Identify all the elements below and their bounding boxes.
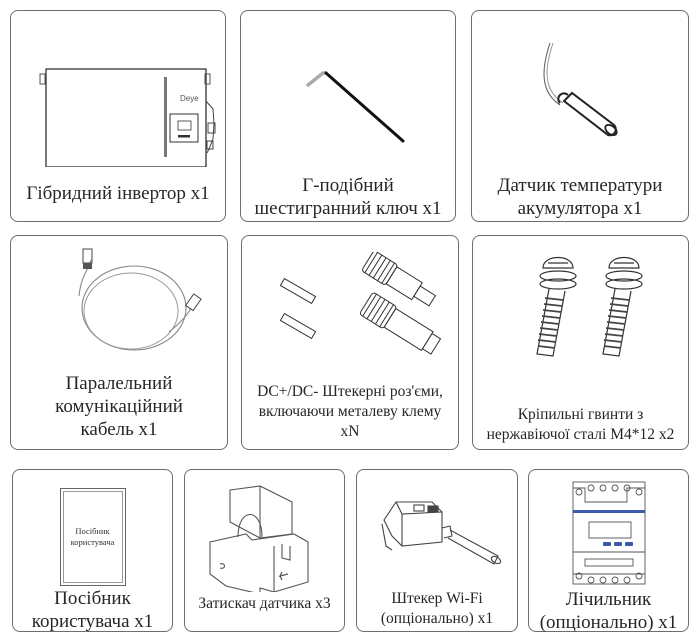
item-card-user-manual: Посібник користувача Посібник користувач… xyxy=(12,469,173,632)
item-card-mounting-screws: Кріпильні гвинти з нержавіючої сталі M4*… xyxy=(472,235,689,450)
item-caption: Лічильник (опціонально) x1 xyxy=(539,589,678,633)
item-caption: Штекер Wi-Fi (опціонально) x1 xyxy=(380,590,494,627)
temperature-sensor-icon xyxy=(472,33,688,153)
item-caption: DC+/DC- Штекерні роз'єми, включаючи мета… xyxy=(257,383,443,440)
item-card-dc-connectors: DC+/DC- Штекерні роз'єми, включаючи мета… xyxy=(241,235,459,450)
inverter-icon: Deye xyxy=(11,57,225,167)
ct-clamp-icon xyxy=(185,482,344,592)
item-card-sensor-clamp: Затискач датчика x3 xyxy=(184,469,345,632)
item-caption: Посібник користувача x1 xyxy=(31,588,154,632)
item-card-meter: Лічильник (опціонально) x1 xyxy=(528,469,689,633)
item-card-hybrid-inverter: Deye Гібридний інвертор x1 xyxy=(10,10,226,222)
item-caption: Кріпильні гвинти з нержавіючої сталі M4*… xyxy=(486,406,675,443)
item-caption: Паралельний комунікаційний кабель x1 xyxy=(55,373,183,440)
dc-connector-icon xyxy=(242,252,458,382)
hex-key-icon xyxy=(241,55,455,155)
screw-icon xyxy=(473,254,688,364)
energy-meter-icon xyxy=(529,480,688,586)
wifi-dongle-icon xyxy=(357,490,517,585)
manual-cover-subtitle: користувача xyxy=(70,537,115,547)
item-card-parallel-cable: Паралельний комунікаційний кабель x1 xyxy=(10,235,228,450)
item-card-battery-temp-sensor: Датчик температури акумулятора x1 xyxy=(471,10,689,222)
cable-icon xyxy=(11,246,227,361)
manual-cover-title: Посібник xyxy=(75,526,110,536)
manual-icon: Посібник користувача xyxy=(13,488,172,586)
item-card-hex-key: Г-подібний шестигранний ключ x1 xyxy=(240,10,456,222)
item-caption: Затискач датчика x3 xyxy=(198,595,331,612)
item-card-wifi-plug: Штекер Wi-Fi (опціонально) x1 xyxy=(356,469,518,632)
item-caption: Датчик температури акумулятора x1 xyxy=(497,175,663,219)
item-caption: Гібридний інвертор x1 xyxy=(26,183,210,204)
item-caption: Г-подібний шестигранний ключ x1 xyxy=(254,175,442,219)
svg-text:Deye: Deye xyxy=(180,94,199,103)
